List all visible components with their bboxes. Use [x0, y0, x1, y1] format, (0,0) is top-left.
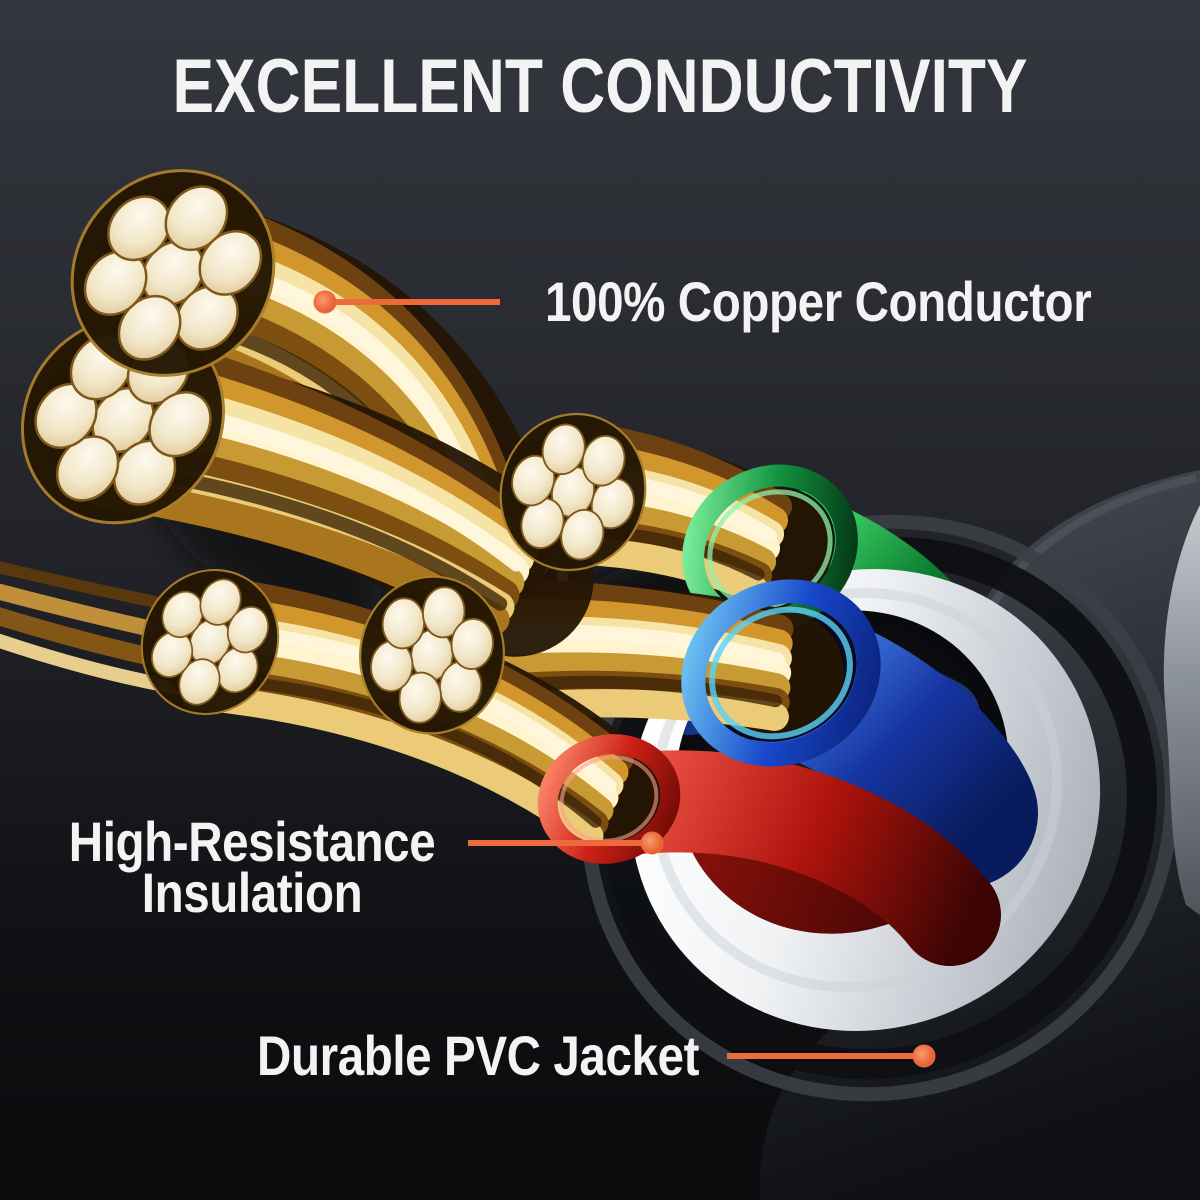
copper-strand-face [148, 391, 212, 458]
conductor-cut-face [140, 568, 280, 716]
copper-strand-face [450, 617, 495, 671]
jacket-edge-highlight [1163, 505, 1200, 915]
label-copper-conductor: 100% Copper Conductor [545, 271, 1092, 333]
copper-strand-face [161, 590, 204, 638]
copper-strand-face [55, 435, 120, 502]
copper-strand-face [520, 497, 565, 550]
copper-strand-face [511, 454, 556, 507]
headline: EXCELLENT CONDUCTIVITY [172, 43, 1027, 128]
leader-dot [313, 290, 337, 314]
copper-strand-face [398, 671, 442, 724]
leader-lines [313, 290, 936, 1068]
blue-ring-highlight [709, 606, 853, 740]
copper-strand-face [178, 658, 221, 706]
copper-strand-face [107, 195, 171, 262]
copper-strand-face [590, 477, 635, 530]
conductor-cut-face [70, 169, 276, 377]
label-insulation-line2: Insulation [142, 862, 362, 924]
copper-strand-face [422, 586, 466, 639]
copper-strand-face [381, 597, 426, 650]
outer-jacket-highlight [982, 474, 1197, 620]
copper-strand-face [199, 578, 242, 626]
red-insulation-ring [537, 734, 681, 864]
annotations: EXCELLENT CONDUCTIVITY 100% Copper Condu… [69, 43, 1092, 1088]
copper-strand-face [581, 434, 626, 487]
red-wire-body [569, 750, 1001, 966]
copper-bundles [0, 169, 881, 864]
leader-dot [912, 1044, 936, 1068]
conductor-cut-face [359, 575, 505, 735]
copper-strand-face [226, 606, 269, 654]
red-ring-highlight [559, 755, 659, 843]
label-insulation-line1: High-Resistance [69, 811, 435, 873]
label-pvc-jacket: Durable PVC Jacket [257, 1025, 699, 1087]
leader-dot [640, 831, 664, 855]
conductor-cut-face [499, 412, 647, 572]
blue-insulation-ring [681, 579, 881, 767]
copper-strand-face [198, 230, 263, 296]
